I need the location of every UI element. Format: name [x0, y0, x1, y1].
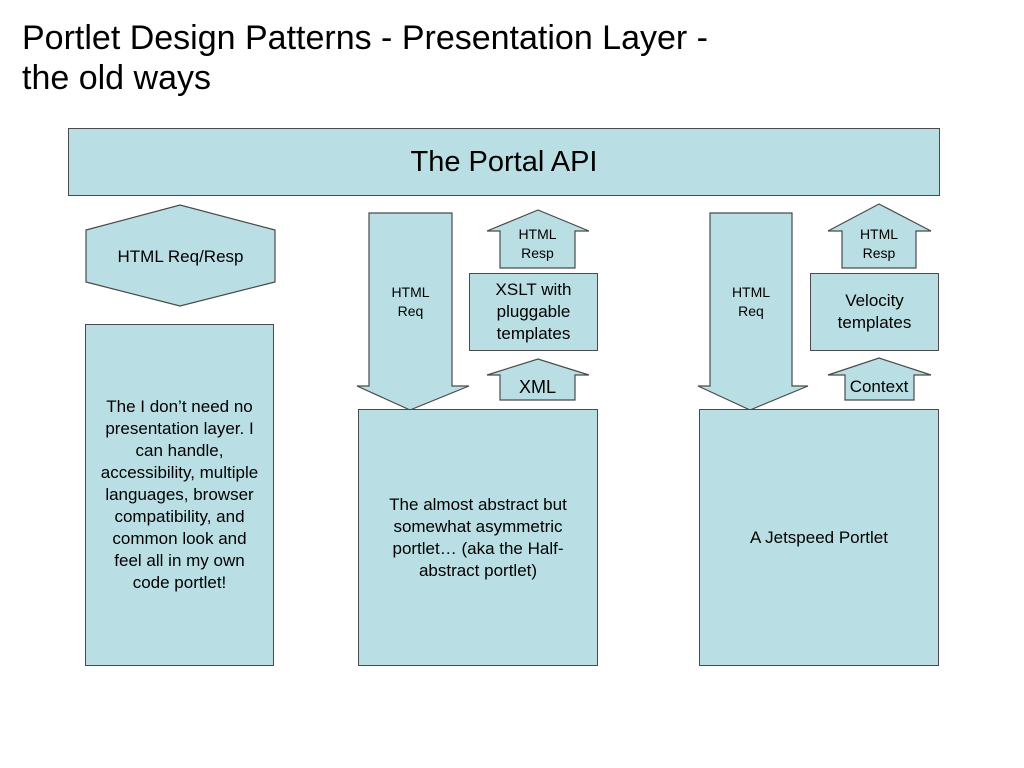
context-up-arrow — [827, 357, 932, 401]
xslt-templates-text: XSLT with pluggable templates — [495, 280, 572, 343]
html-req-resp-double-arrow — [85, 204, 276, 307]
jetspeed-portlet-box: A Jetspeed Portlet — [699, 409, 939, 666]
middle-req-label: HTML Req — [391, 284, 430, 319]
xslt-templates-box: XSLT with pluggable templates — [469, 273, 598, 351]
page-title: Portlet Design Patterns - Presentation L… — [22, 19, 708, 97]
middle-req-down-arrow — [356, 212, 470, 411]
portal-api-label: The Portal API — [410, 145, 598, 178]
middle-resp-up-arrow — [486, 209, 590, 269]
jetspeed-portlet-text: A Jetspeed Portlet — [750, 527, 888, 547]
context-label: Context — [849, 377, 909, 396]
right-resp-label: HTML Resp — [859, 226, 899, 261]
velocity-templates-text: Velocity templates — [837, 291, 912, 332]
half-abstract-portlet-box: The almost abstract but somewhat asymmet… — [358, 409, 598, 666]
middle-resp-label: HTML Resp — [518, 226, 557, 261]
xml-up-arrow — [486, 358, 590, 401]
right-req-down-arrow — [697, 212, 809, 411]
velocity-templates-box: Velocity templates — [810, 273, 939, 351]
html-req-resp-label: HTML Req/Resp — [117, 247, 244, 266]
no-presentation-layer-box: The I don’t need no presentation layer. … — [85, 324, 274, 666]
right-req-label: HTML Req — [731, 284, 771, 319]
no-presentation-layer-text: The I don’t need no presentation layer. … — [100, 397, 259, 592]
portal-api-box: The Portal API — [68, 128, 940, 196]
right-resp-up-arrow — [827, 203, 932, 269]
half-abstract-portlet-text: The almost abstract but somewhat asymmet… — [389, 494, 567, 580]
xml-label: XML — [518, 377, 556, 397]
